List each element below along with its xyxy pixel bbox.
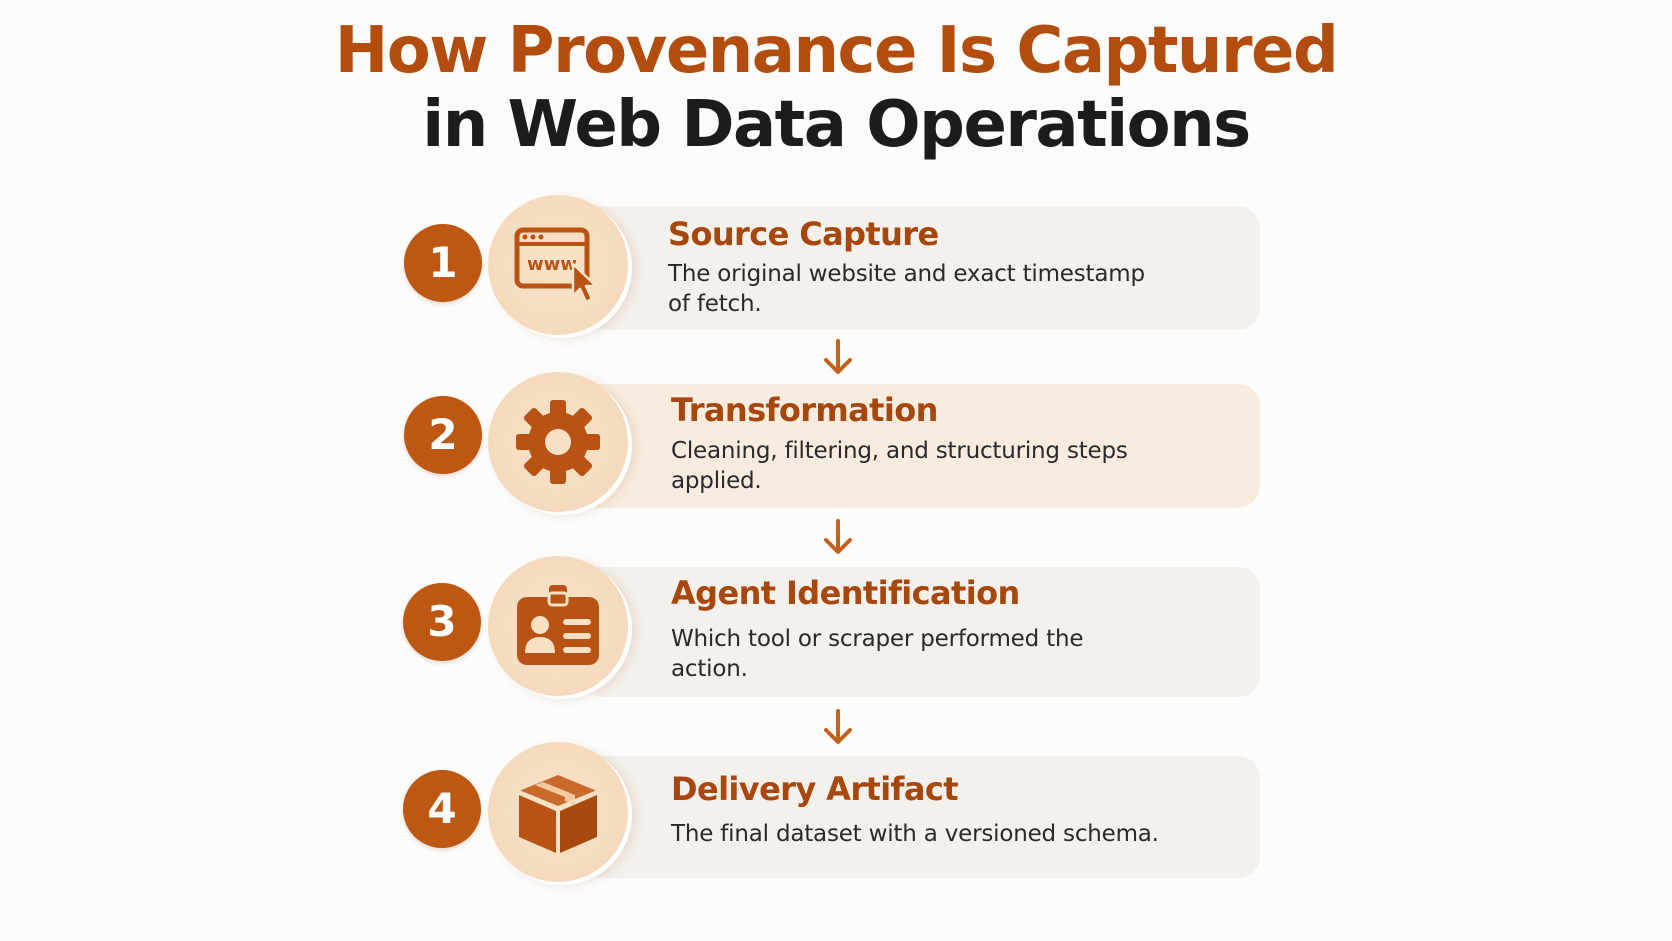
title-line-1: How Provenance Is Captured: [334, 14, 1339, 88]
step-title: Source Capture: [668, 215, 939, 253]
step-title: Agent Identification: [671, 574, 1020, 612]
step-icon-disc: [488, 372, 628, 512]
step-description: Cleaning, filtering, and structuring ste…: [671, 438, 1128, 494]
step-number-badge: 3: [403, 583, 481, 661]
step-panel: [580, 206, 1260, 330]
step-description: Which tool or scraper performed the acti…: [671, 626, 1084, 682]
svg-text:www: www: [527, 254, 577, 275]
step-title: Transformation: [671, 391, 938, 429]
id-badge-icon: [517, 585, 599, 665]
step-number-badge: 1: [404, 224, 482, 302]
step-description: The original website and exact timestamp…: [668, 261, 1145, 317]
step-icon-disc: [488, 742, 628, 882]
step-panel: [580, 756, 1260, 878]
step-description: The final dataset with a versioned schem…: [671, 821, 1159, 847]
step-panel: [580, 384, 1260, 508]
page-title: How Provenance Is Captured in Web Data O…: [0, 14, 1672, 162]
package-box-icon: [518, 775, 598, 853]
step-number-badge: 2: [404, 396, 482, 474]
gear-icon: [516, 400, 600, 484]
step-number-badge: 4: [403, 770, 481, 848]
step-title: Delivery Artifact: [671, 770, 959, 808]
arrow-down-icon: [824, 709, 852, 744]
arrow-down-icon: [824, 339, 852, 374]
arrow-down-icon: [824, 519, 852, 554]
step-icon-disc: www: [488, 195, 628, 335]
step-icon-disc: [488, 556, 628, 696]
title-line-2: in Web Data Operations: [422, 88, 1251, 162]
step-panel: [580, 567, 1260, 697]
browser-www-cursor-icon: www: [514, 227, 598, 304]
